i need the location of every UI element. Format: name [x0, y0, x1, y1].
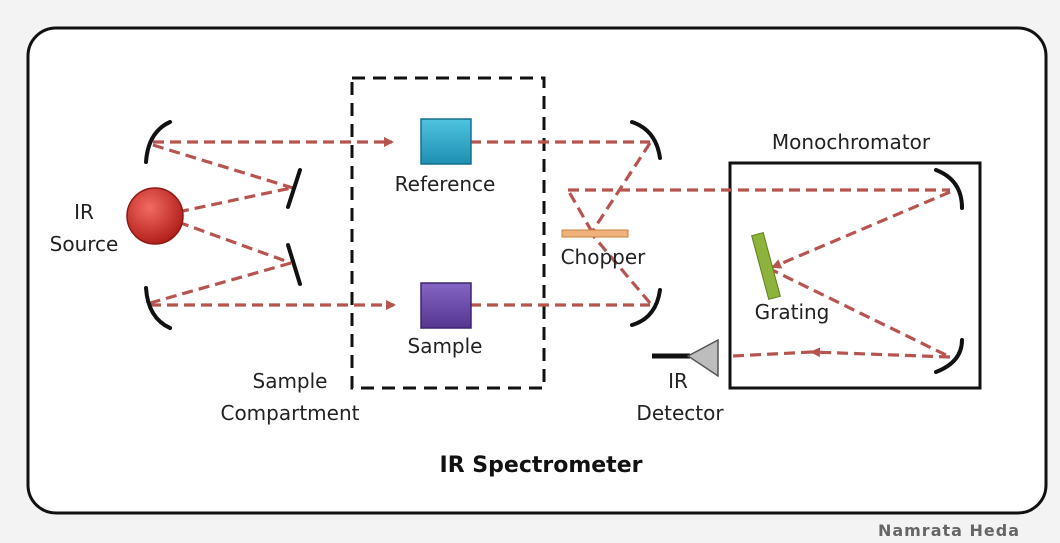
ir-source-icon	[126, 187, 184, 245]
grating-label: Grating	[755, 300, 830, 324]
beam-source-to-flat-bottom	[177, 220, 292, 265]
left-top-concave-mirror	[144, 120, 172, 164]
monochromator-label: Monochromator	[772, 130, 931, 154]
sample-label: Sample	[408, 334, 483, 358]
reference-label: Reference	[395, 172, 496, 196]
author-credit: Namrata Heda	[878, 521, 1020, 540]
chopper-label: Chopper	[561, 245, 647, 269]
sample-compartment-box	[350, 76, 546, 390]
upper-flat-mirror	[286, 168, 302, 209]
monochromator-bottom-mirror	[934, 338, 964, 374]
sample-cell	[420, 282, 472, 329]
reference-cell	[420, 118, 472, 165]
outer-frame	[26, 26, 1048, 515]
ir-source-label-line1: IR	[74, 200, 94, 224]
beam-to-detector	[732, 350, 813, 358]
beam-lower-mirror-back	[810, 347, 951, 359]
beam-mirror-top-to-flat-top	[152, 143, 294, 190]
ir-source-label-line2: Source	[50, 232, 119, 256]
beam-chopper-up	[566, 189, 594, 233]
diagram-title: IR Spectrometer	[440, 453, 643, 478]
left-bottom-concave-mirror	[144, 286, 172, 330]
beam-flat-bottom-to-mirror-bottom	[149, 261, 292, 305]
beam-top-mirror-to-chopper	[590, 142, 652, 233]
beam-source-to-flat-top	[177, 186, 292, 214]
beam-to-grating	[771, 190, 951, 269]
monochromator-box	[728, 161, 982, 390]
chopper-icon	[561, 229, 629, 238]
right-bottom-concave-mirror	[630, 288, 662, 327]
monochromator-top-mirror	[934, 168, 964, 210]
lower-flat-mirror	[286, 243, 302, 286]
beam-bottom-mirror-to-chopper	[588, 230, 652, 305]
right-top-concave-mirror	[630, 120, 662, 160]
beam-paths	[149, 137, 951, 359]
ir-detector-icon	[686, 338, 719, 378]
sample-compartment-label-line1: Sample	[253, 369, 328, 393]
ir-detector-label-line2: Detector	[636, 401, 724, 425]
grating-icon	[751, 231, 781, 301]
ir-detector-label-line1: IR	[668, 369, 688, 393]
sample-compartment-label-line2: Compartment	[220, 401, 359, 425]
